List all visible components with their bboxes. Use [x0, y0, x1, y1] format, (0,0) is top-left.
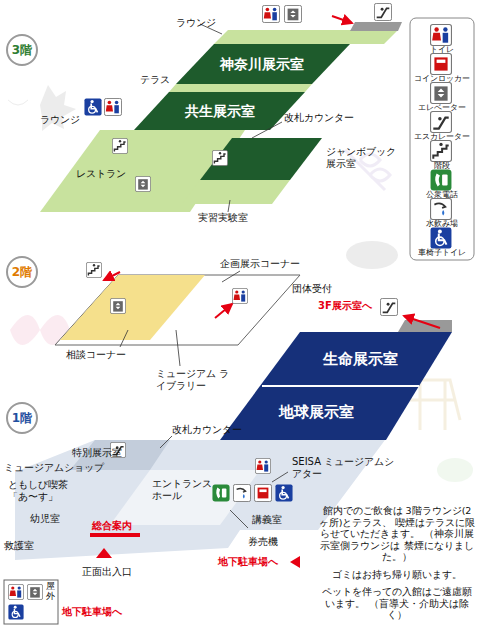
legend-label: エスカレーター	[411, 133, 473, 141]
place-label: 地下駐車場へ	[62, 606, 122, 618]
vertical-label: 屋外	[46, 582, 55, 602]
place-label: 地下駐車場へ	[218, 556, 278, 568]
place-label: ミュージアムショップ	[4, 462, 104, 474]
room-name: 神奈川展示室	[220, 56, 304, 73]
legend-label: コインロッカー	[411, 75, 473, 83]
place-label: 団体受付	[292, 283, 332, 295]
room-block: 生命展示室	[323, 350, 398, 368]
place-label: 特別展示室	[72, 447, 122, 459]
room-block: 神奈川展示室	[220, 56, 304, 73]
room-name: 共生展示室	[185, 103, 255, 120]
notice-text: ゴミはお持ち帰り願います。	[318, 569, 476, 581]
place-label: 改札カウンター	[284, 112, 354, 124]
legend-label: 水飲み場	[411, 220, 473, 228]
place-label: 3F展示室へ	[318, 300, 372, 312]
place-label: レストラン	[76, 168, 126, 180]
place-label: 相談コーナー	[66, 349, 126, 361]
place-label: 改札カウンター	[172, 424, 242, 436]
place-label: 券売機	[248, 536, 278, 548]
legend-label: 公衆電話	[411, 191, 473, 199]
place-label: 正面出入口	[82, 566, 132, 578]
legend-label: トイレ	[411, 46, 473, 54]
place-label: SEISA ミュージアムシアター	[292, 456, 404, 480]
floor-number: 3階	[12, 43, 32, 57]
place-label: ミュージアム ライブラリー	[156, 368, 234, 392]
room-name: 生命展示室	[323, 350, 398, 368]
floor-badge: 1階	[6, 402, 38, 434]
floor-number: 1階	[12, 411, 32, 425]
notice-text: ペットを伴っての入館はご遠慮願います。 （盲導犬・介助犬は除く）	[318, 586, 476, 621]
floor-badge: 3階	[6, 34, 38, 66]
place-label: 講義室	[252, 514, 282, 526]
legend-label: エレベーター	[411, 104, 473, 112]
place-label: ラウンジ	[40, 114, 80, 126]
floor-number: 2階	[12, 265, 32, 279]
place-label: 企画展示コーナー	[220, 258, 300, 270]
place-label: 救護室	[4, 540, 34, 552]
place-label: 実習実験室	[198, 212, 248, 224]
legend-label: 階段	[411, 162, 473, 170]
place-label: エントランス ホール	[152, 478, 216, 502]
place-label: 総合案内	[92, 520, 132, 532]
room-block: 共生展示室	[185, 103, 255, 120]
room-block: 地球展示室	[279, 403, 354, 421]
place-label: ともしび喫茶 「あ〜す」	[8, 479, 76, 503]
place-label: ジャンボブック 展示室	[326, 146, 400, 170]
floor-badge: 2階	[6, 256, 38, 288]
notice-text: 館内でのご飲食は 3階ラウンジ(2ヶ所)とテラス、 喫煙はテラスに限らせていただ…	[318, 505, 476, 563]
legend-label: 車椅子トイレ	[411, 249, 473, 257]
place-label: テラス	[140, 74, 170, 86]
room-name: 地球展示室	[279, 403, 354, 421]
place-label: 幼児室	[30, 513, 60, 525]
place-label: ラウンジ	[176, 17, 216, 29]
